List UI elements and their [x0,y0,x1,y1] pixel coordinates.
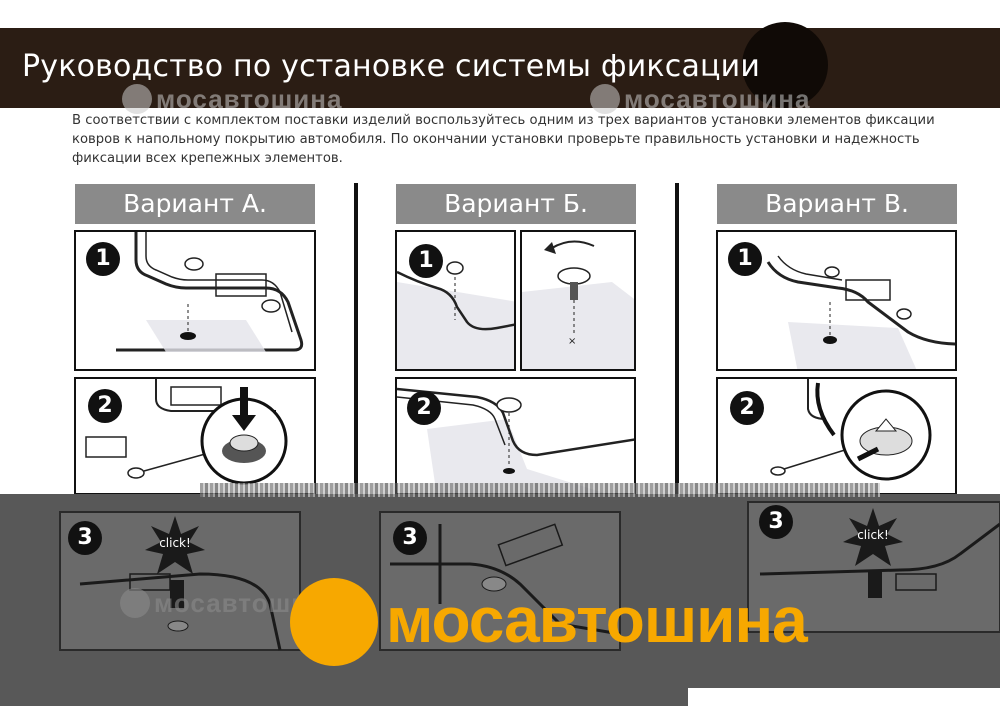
logo-circle-icon [290,578,378,666]
watermark: мосавтошина [590,84,810,115]
mat-screw-drawing [397,387,634,493]
title-decor-circle [742,22,828,108]
click-burst-icon: click! [145,516,205,576]
step-number: 3 [759,505,793,539]
mat-corner-drawing [116,232,304,352]
click-burst-icon: click! [843,508,903,568]
noise-strip [200,483,880,497]
step-number: 2 [730,391,764,425]
bottom-white-strip [688,688,1000,706]
mat-corner-drawing [766,255,955,369]
brand-logo-text: мосавтошина [386,584,808,656]
variant-c-step-1-illustration: 1 [716,230,957,371]
svg-text:×: × [568,336,576,347]
variant-a-step-1-illustration: 1 [74,230,316,371]
variant-a-header: Вариант А. [75,184,315,224]
variant-c-step-2-illustration: 2 [716,377,957,495]
variant-a-step-2-illustration: 2 [74,377,316,495]
step-number: 3 [393,521,427,555]
title-bar [0,28,1000,108]
column-divider [354,183,358,499]
mat-edge-drawing [397,261,514,369]
column-divider [675,183,679,499]
variant-b-step-1b-illustration: × [520,230,636,371]
step-number: 3 [68,521,102,555]
variant-c-header: Вариант В. [717,184,957,224]
mat-rotate-clip-drawing [770,379,932,481]
click-label: click! [857,528,889,542]
screw-clip-drawing: × [522,240,634,369]
variant-b-step-1a-illustration: 1 [395,230,516,371]
variant-b-step-2-illustration: 2 [395,377,636,495]
step-number: 1 [86,242,120,276]
step-number: 2 [407,391,441,425]
page-title: Руководство по установке системы фиксаци… [22,49,761,84]
watermark: мосавтошина [122,84,342,115]
step-number: 2 [88,389,122,423]
click-label: click! [159,536,191,550]
step-number: 1 [409,244,443,278]
intro-text: В соответствии с комплектом поставки изд… [72,113,935,166]
variant-b-header: Вариант Б. [396,184,636,224]
step-number: 1 [728,242,762,276]
